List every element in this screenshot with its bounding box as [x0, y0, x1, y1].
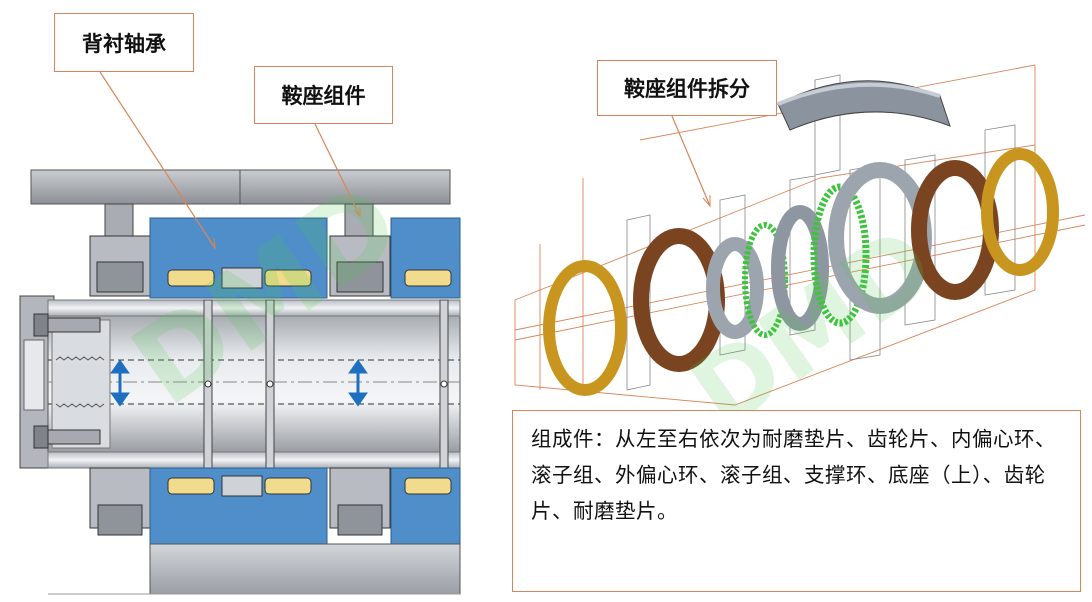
double-arrow-icon [110, 359, 368, 407]
components-description: 组成件：从左至右依次为耐磨垫片、齿轮片、内偏心环、滚子组、外偏心环、滚子组、支撑… [512, 410, 1081, 592]
base-upper [777, 80, 951, 131]
inner-eccentric-ring [706, 237, 764, 339]
wear-pad-left [543, 260, 627, 396]
roller-set-2 [810, 183, 870, 327]
label-saddle-exploded: 鞍座组件拆分 [597, 60, 777, 116]
outer-eccentric-ring [771, 205, 829, 331]
lower-shaft [149, 543, 461, 595]
label-saddle-assembly: 鞍座组件 [254, 66, 393, 124]
label-backing-bearing: 背衬轴承 [54, 13, 194, 72]
wear-pad-right [981, 148, 1059, 276]
